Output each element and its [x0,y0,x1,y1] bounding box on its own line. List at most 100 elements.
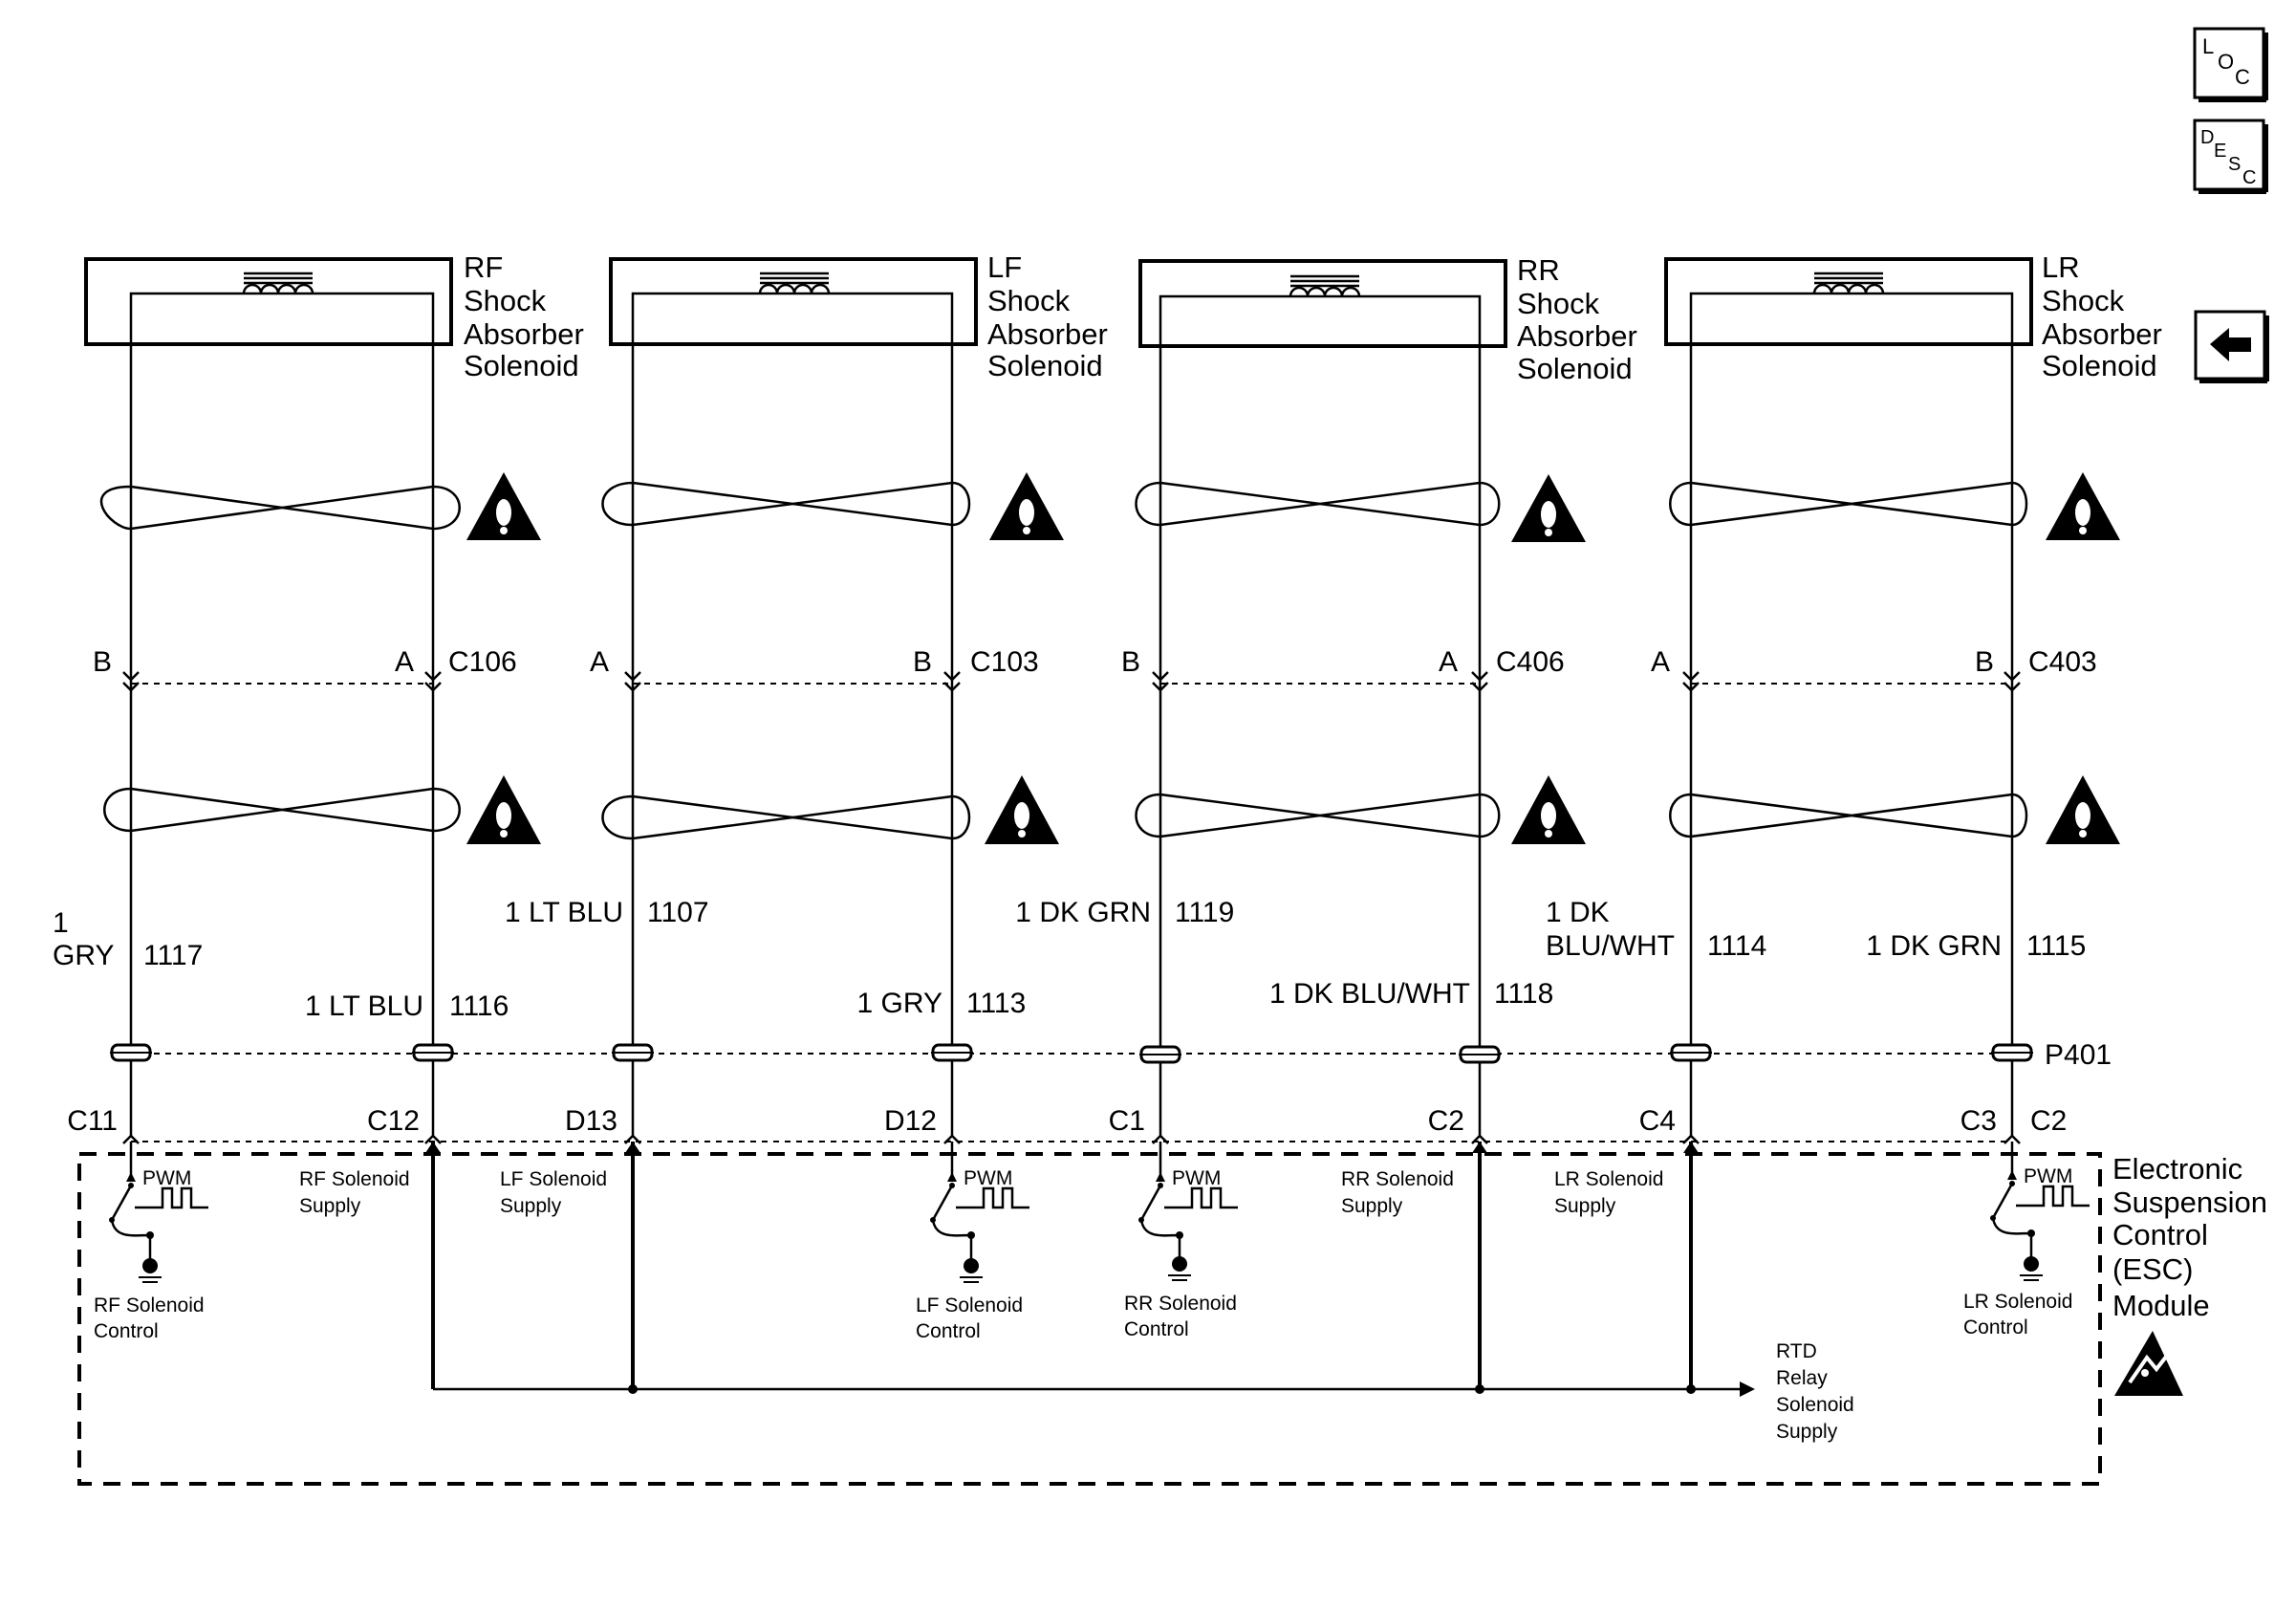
svg-text:(ESC): (ESC) [2112,1252,2193,1286]
svg-text:RF: RF [464,250,503,284]
lf-solenoid-label: LF Shock Absorber Solenoid [987,250,1108,382]
wire-runs [129,459,2014,1136]
pin-label: A [1439,646,1458,678]
svg-text:RF Solenoid: RF Solenoid [299,1168,410,1190]
warning-triangle-icon [985,775,1059,844]
wire-1118-label: 1 DK BLU/WHT 1118 [1269,978,1553,1010]
warning-triangle-icon [2046,472,2120,540]
rf-pwm-driver: PWM [109,1142,208,1283]
coil-icon [1289,274,1361,297]
wire-1107-label: 1 LT BLU 1107 [505,897,708,928]
svg-text:PWM: PWM [2024,1165,2072,1187]
desc-letter-c: C [2242,167,2256,188]
rr-solenoid-label: RR Shock Absorber Solenoid [1517,253,1637,385]
svg-text:LR Solenoid: LR Solenoid [1554,1168,1663,1190]
svg-text:1 LT BLU: 1 LT BLU [305,990,423,1022]
connector-c103-label: C103 [970,646,1039,678]
back-button[interactable] [2194,310,2269,383]
svg-text:Solenoid: Solenoid [1776,1394,1854,1416]
svg-text:1119: 1119 [1175,897,1234,928]
lf-control-label: LF Solenoid Control [916,1295,1023,1342]
svg-text:Solenoid: Solenoid [2042,349,2157,382]
loc-button[interactable]: L O C [2193,27,2268,102]
svg-text:1114: 1114 [1707,930,1766,962]
lr-control-label: LR Solenoid Control [1963,1291,2072,1338]
p401-terminals [110,1043,2033,1064]
svg-text:1 DK GRN: 1 DK GRN [1015,897,1151,928]
pin-label: C1 [1109,1105,1145,1137]
wire-1119-label: 1 DK GRN 1119 [1015,897,1234,928]
esd-sensitive-icon [2114,1331,2183,1396]
svg-text:1117: 1117 [143,940,203,971]
svg-text:PWM: PWM [964,1167,1012,1189]
svg-text:Supply: Supply [1776,1421,1838,1443]
svg-text:Solenoid: Solenoid [464,349,579,382]
svg-text:Control: Control [2112,1218,2208,1251]
svg-text:RR Solenoid: RR Solenoid [1341,1168,1454,1190]
svg-text:Shock: Shock [2042,284,2125,317]
svg-text:RTD: RTD [1776,1340,1817,1362]
svg-text:LF Solenoid: LF Solenoid [500,1168,607,1190]
rr-pwm-driver: PWM [1138,1142,1238,1281]
connector-chevrons [122,671,2021,692]
esc-module-label: Electronic Suspension Control (ESC) Modu… [2112,1152,2267,1322]
pin-label: C11 [67,1105,118,1137]
svg-text:Electronic: Electronic [2112,1152,2242,1186]
pin-label: B [1975,646,1994,678]
pin-label: B [93,646,112,678]
rf-supply-label: RF Solenoid Supply [299,1168,410,1217]
ground-icon [2024,1256,2039,1272]
svg-text:1115: 1115 [2026,930,2086,962]
module-pin-chevrons [122,1134,2021,1144]
lr-pwm-driver: PWM [1990,1142,2090,1281]
rf-control-label: RF Solenoid Control [94,1295,205,1342]
rr-supply-label: RR Solenoid Supply [1341,1168,1454,1217]
svg-text:RR: RR [1517,253,1560,287]
svg-text:1107: 1107 [647,897,709,928]
svg-text:1113: 1113 [966,988,1026,1019]
pin-label: C4 [1639,1105,1676,1137]
svg-text:GRY: GRY [53,940,114,971]
svg-text:Supply: Supply [299,1195,361,1217]
pin-label: A [395,646,414,678]
rf-solenoid-label: RF Shock Absorber Solenoid [464,250,584,382]
svg-text:1 LT BLU: 1 LT BLU [505,897,623,928]
rr-solenoid [1138,259,1507,459]
pin-label: B [1121,646,1140,678]
svg-text:LF: LF [987,250,1022,284]
desc-button[interactable]: D E S C [2193,119,2268,194]
svg-text:Supply: Supply [1554,1195,1616,1217]
svg-text:1 DK: 1 DK [1546,897,1610,928]
svg-text:Shock: Shock [987,284,1071,317]
rr-control-label: RR Solenoid Control [1124,1293,1237,1340]
svg-text:Absorber: Absorber [1517,319,1637,353]
wire-1113-label: 1 GRY 1113 [857,988,1027,1019]
ground-icon [142,1258,158,1273]
pin-label: C3 [1960,1105,1997,1137]
rtd-supply-label: RTD Relay Solenoid Supply [1776,1340,1854,1443]
connector-c106-label: C106 [448,646,517,678]
svg-text:1118: 1118 [1494,978,1553,1010]
svg-text:1 DK BLU/WHT: 1 DK BLU/WHT [1269,978,1470,1010]
pin-label: D13 [565,1105,617,1137]
lf-solenoid [609,257,978,459]
ground-icon [1172,1256,1187,1272]
warning-triangle-icon [466,472,541,540]
wire-1115-label: 1 DK GRN 1115 [1866,930,2086,962]
svg-text:Control: Control [94,1320,159,1342]
connector-p401-label: P401 [2045,1039,2112,1071]
wire-1114-label: 1 DK BLU/WHT 1114 [1546,897,1766,962]
svg-text:1116: 1116 [449,990,509,1022]
svg-text:1 DK GRN: 1 DK GRN [1866,930,2002,962]
loc-letter-c: C [2235,65,2250,89]
loc-letter-l: L [2202,34,2214,58]
svg-text:Control: Control [1124,1318,1189,1340]
coil-icon [1812,272,1885,294]
pin-label: A [590,646,609,678]
wire-1117-label: 1 GRY 1117 [53,907,203,971]
svg-text:Solenoid: Solenoid [1517,352,1633,385]
rf-solenoid [84,257,453,459]
svg-text:Relay: Relay [1776,1367,1828,1389]
warning-triangle-icon [989,472,1064,540]
